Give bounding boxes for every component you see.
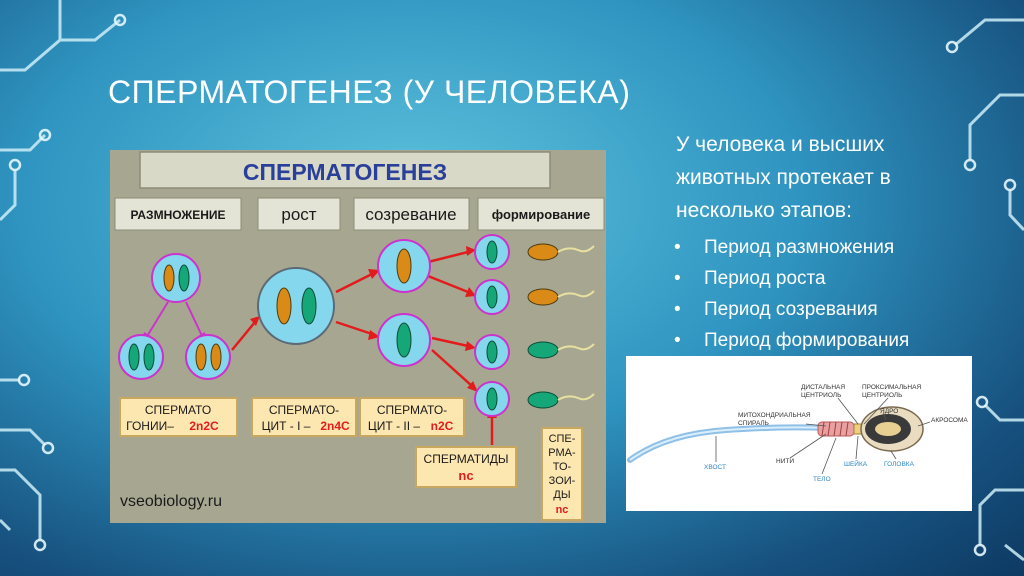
secondary-spermatocyte-2 [377, 313, 431, 367]
label-spermatozoa-line1: СПЕ- [549, 433, 576, 445]
spermatid-2 [474, 279, 510, 315]
spermatogonium-top [151, 253, 201, 303]
period-item: • Период размножения [674, 232, 909, 263]
secondary-spermatocyte-1 [377, 239, 431, 293]
label-spermatozoa-line5: ДЫ [553, 489, 570, 501]
period-list: • Период размножения • Период роста • Перио… [674, 232, 909, 356]
sperm-leader-lines [715, 397, 931, 475]
intro-text: У человека и высших животных протекает в… [676, 133, 891, 222]
label-spermatogonia: СПЕРМАТО ГОНИИ– 2n2C [119, 397, 238, 437]
label-spermatozoa-line2: РМА- [548, 447, 576, 459]
diagram-watermark: vseobiology.ru [120, 493, 222, 510]
red-arrows [231, 250, 494, 445]
period-item: • Период роста [674, 263, 909, 294]
label-spermatozoa-line3: ТО- [553, 461, 572, 473]
label-spermatids-text: СПЕРМАТИДЫ [424, 452, 509, 466]
period-item: • Период формирования [674, 325, 909, 356]
label-proximal-centriole-1: ПРОКСИМАЛЬНАЯ [862, 384, 921, 391]
label-spermatocyte-1-line2: ЦИТ - I – [262, 419, 311, 433]
period-label: Период формирования [704, 330, 910, 351]
stage-box-2 [257, 197, 341, 231]
label-body: ТЕЛО [813, 476, 831, 483]
bullet-dot: • [674, 237, 681, 258]
nucleus-inner [875, 422, 901, 436]
spermatozoon-1 [527, 243, 595, 261]
label-head: ГОЛОВКА [884, 461, 915, 468]
spermatozoon-4 [527, 391, 595, 409]
period-label: Период роста [704, 268, 826, 289]
sperm-structure-diagram: ДИСТАЛЬНАЯ ЦЕНТРИОЛЬ ПРОКСИМАЛЬНАЯ ЦЕНТР… [626, 356, 972, 511]
period-label: Период созревания [704, 299, 878, 320]
stage-label-maturation: созревание [365, 205, 456, 224]
label-spermatocyte-2-formula: n2C [431, 419, 454, 433]
period-item: • Период созревания [674, 294, 909, 325]
label-spermatozoa-formula: nc [556, 504, 569, 516]
label-spermatids-formula: nc [458, 468, 473, 483]
label-spermatocyte-2-line2: ЦИТ - II – [368, 419, 420, 433]
label-mito-spiral-2: СПИРАЛЬ [738, 420, 769, 427]
spermatozoon-2 [527, 288, 595, 306]
label-spermatozoa: СПЕ- РМА- ТО- ЗОИ- ДЫ nc [541, 427, 583, 521]
label-spermatogonia-line1: СПЕРМАТО [145, 403, 211, 417]
label-spermatocyte-2-line1: СПЕРМАТО- [377, 403, 447, 417]
spermatid-1 [474, 234, 510, 270]
spermatid-3 [474, 334, 510, 370]
label-acrosome: АКРОСОМА [931, 417, 968, 424]
stage-label-formation: формирование [492, 207, 591, 222]
sperm-tail-highlight [629, 426, 827, 461]
label-spermatocyte-2: СПЕРМАТО- ЦИТ - II – n2C [359, 397, 465, 437]
label-spermatozoa-line4: ЗОИ- [549, 475, 576, 487]
slide-title: СПЕРМАТОГЕНЕЗ (У ЧЕЛОВЕКА) [108, 74, 631, 110]
primary-spermatocyte [257, 267, 335, 345]
diagram-header-box [139, 151, 551, 189]
bullet-dot: • [674, 330, 681, 351]
label-spermatids: СПЕРМАТИДЫ nc [415, 446, 517, 488]
label-spermatocyte-1-line1: СПЕРМАТО- [269, 403, 339, 417]
spermatozoon-3 [527, 341, 595, 359]
label-spermatocyte-1: СПЕРМАТО- ЦИТ - I – 2n4C [251, 397, 357, 437]
label-proximal-centriole-2: ЦЕНТРИОЛЬ [862, 392, 902, 399]
diagram-header: СПЕРМАТОГЕНЕЗ [243, 159, 447, 185]
label-spermatocyte-1-formula: 2n4C [320, 419, 350, 433]
stage-box-4 [477, 197, 605, 231]
spiral-stripes [821, 421, 849, 437]
period-label: Период размножения [704, 237, 895, 258]
label-mito-spiral-1: МИТОХОНДРИАЛЬНАЯ [738, 412, 811, 419]
label-threads: НИТИ [776, 458, 794, 465]
bullet-dot: • [674, 299, 681, 320]
label-spermatogonia-line2: ГОНИИ– [126, 419, 174, 433]
stage-box-1 [114, 197, 242, 231]
spermatogonium-right [185, 334, 231, 380]
mitosis-arrows [145, 301, 204, 339]
spermatogonium-left [118, 334, 164, 380]
bullet-dot: • [674, 268, 681, 289]
label-distal-centriole-1: ДИСТАЛЬНАЯ [801, 384, 845, 391]
label-spermatogonia-formula: 2n2C [189, 419, 219, 433]
stage-label-reproduction: РАЗМНОЖЕНИЕ [130, 208, 225, 222]
label-tail: ХВОСТ [704, 464, 726, 471]
label-nucleus: ЯДРО [880, 408, 898, 415]
stage-box-3 [353, 197, 470, 231]
spermatogenesis-diagram: СПЕРМАТОГЕНЕЗ РАЗМНОЖЕНИЕ рост созревани… [110, 150, 606, 523]
stage-label-growth: рост [281, 205, 316, 224]
label-neck: ШЕЙКА [844, 459, 868, 468]
spermatid-4 [474, 381, 510, 417]
label-distal-centriole-2: ЦЕНТРИОЛЬ [801, 392, 841, 399]
